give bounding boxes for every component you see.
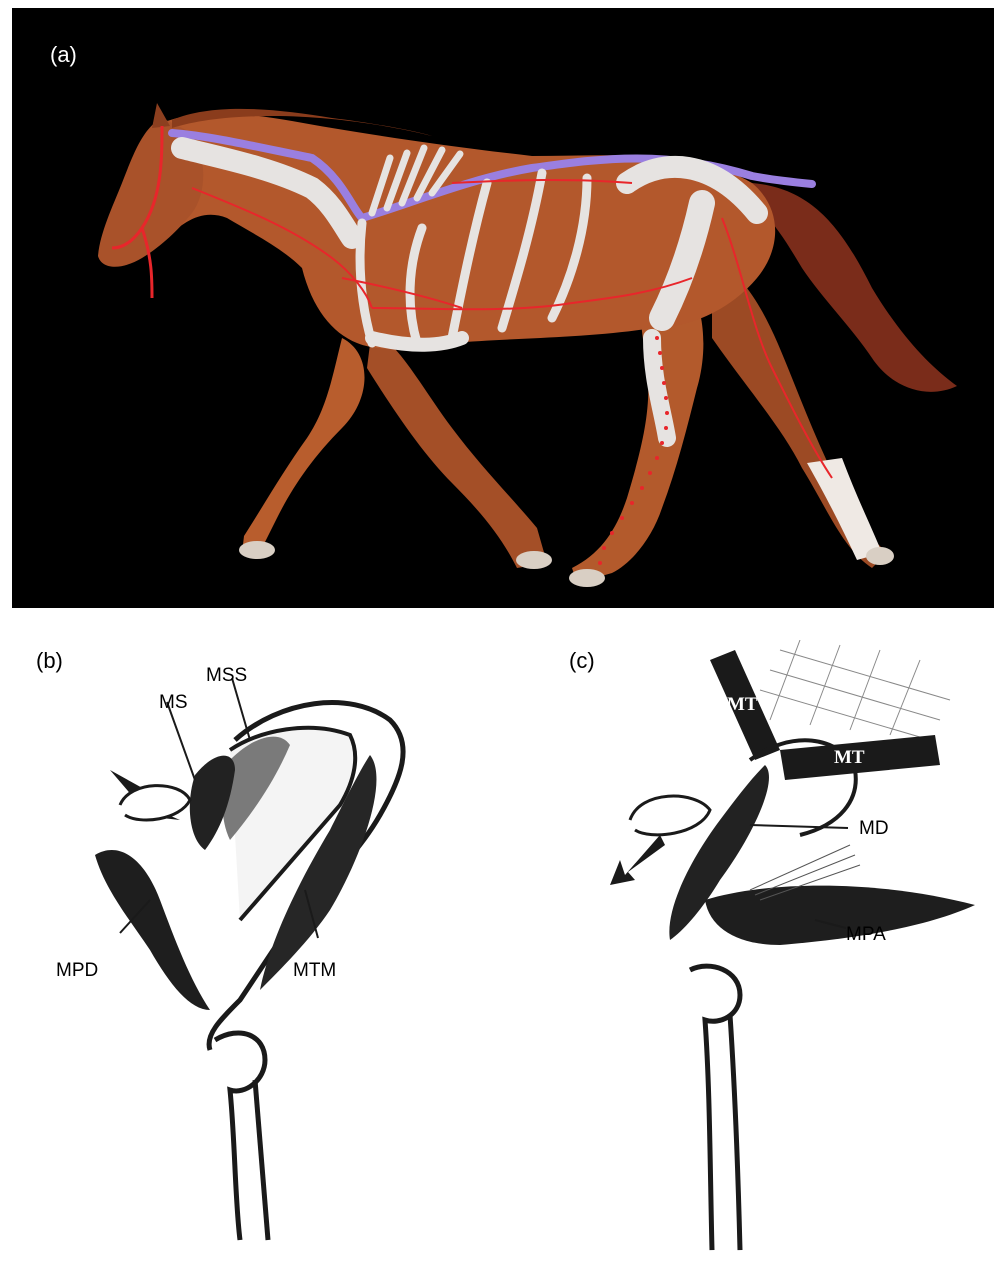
muscle-mpd (95, 850, 210, 1010)
label-mss: MSS (206, 666, 247, 685)
panel-b-label: (b) (36, 650, 63, 672)
label-ms: MS (159, 693, 188, 712)
label-mtm: MTM (293, 961, 336, 980)
sternum (372, 338, 462, 345)
curved-arrow-icon-c (630, 796, 710, 835)
hooves (239, 541, 894, 587)
label-md: MD (859, 819, 889, 838)
horse-illustration (12, 8, 994, 608)
label-mpd: MPD (56, 961, 98, 980)
hind-leg-marking (807, 458, 882, 560)
horse-front-leg-far (367, 328, 547, 568)
panel-a-label: (a) (50, 44, 77, 66)
horse-front-leg-near (242, 338, 365, 553)
direction-arrow-icon (610, 835, 665, 885)
label-mt-upper: MT (727, 695, 758, 714)
label-mt-lower: MT (834, 748, 865, 767)
shoulder-muscle-drawing-c (600, 640, 990, 1260)
muscle-mpa (705, 886, 975, 945)
panel-c-label: (c) (569, 650, 595, 672)
humerus-c (690, 966, 740, 1250)
horse-ear (152, 103, 170, 128)
crosshatch (760, 640, 950, 740)
shoulder-muscle-drawing-b (60, 640, 440, 1260)
label-mpa: MPA (846, 925, 886, 944)
panel-a-photo: (a) (12, 8, 994, 608)
